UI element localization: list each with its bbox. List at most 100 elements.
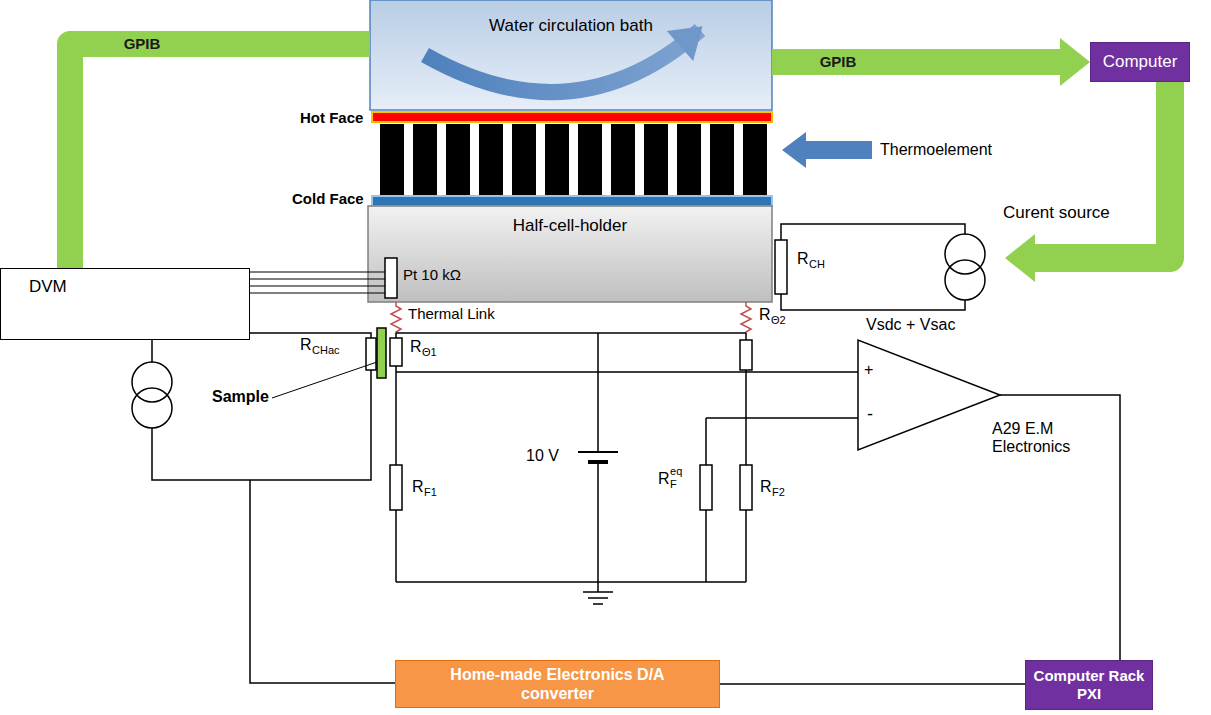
pin-label: -: [867, 404, 873, 425]
computer-box: Computer Rack PXI: [1025, 660, 1153, 710]
bridge-wires: [396, 333, 858, 592]
thermo-leg: [710, 124, 734, 195]
label-holder: CHac: [312, 344, 340, 357]
pin-label: +: [864, 361, 873, 379]
resistor-label: R: [797, 250, 809, 268]
label-holder: 10 V: [526, 447, 559, 465]
subscript: CHac: [312, 344, 340, 357]
thermo-leg: [413, 124, 437, 195]
thermal-link: [391, 302, 401, 333]
heater-wire: [781, 224, 965, 310]
resistor-symbol: [740, 465, 752, 510]
node-text: Computer Rack PXI: [1030, 667, 1148, 703]
resistor-label: R: [759, 306, 771, 324]
cold-face: [372, 196, 772, 206]
thermo-leg: [743, 124, 767, 195]
wire: [250, 271, 385, 272]
holder-body: [368, 206, 772, 302]
subscript: F: [670, 478, 677, 491]
resistor-symbol: [740, 340, 752, 370]
ground-symbol: [583, 592, 613, 604]
label-holder: R: [797, 250, 809, 268]
edge-label-holder: GPIB: [121, 35, 164, 53]
face-label: Cold Face: [292, 190, 364, 207]
holder-box: Half-cell-holder: [368, 206, 772, 302]
thermo-leg: [611, 124, 635, 195]
label-holder: R: [658, 470, 670, 488]
subscript: F1: [424, 486, 437, 499]
label-holder: Curent source: [1003, 203, 1110, 223]
subscript: CH: [809, 258, 825, 271]
label-holder: Θ2: [771, 314, 786, 327]
thermo-leg: [545, 124, 569, 195]
label-holder: Θ1: [422, 346, 437, 359]
current-source-symbol: [945, 260, 985, 300]
label-holder: CH: [809, 258, 825, 271]
node-text: Water circulation bath: [489, 16, 653, 36]
label-holder: F2: [772, 486, 785, 499]
current-source-symbol: [945, 234, 985, 274]
label-holder: A29 E.M Electronics: [992, 420, 1087, 457]
label-holder: -: [867, 404, 873, 425]
subscript: Θ2: [771, 314, 786, 327]
bus-label: GPIB: [121, 35, 164, 53]
resistor-symbol: [385, 258, 397, 298]
hot-face: [372, 112, 772, 122]
resistor-label: R: [300, 336, 312, 354]
resistor-label: R: [658, 470, 670, 488]
thermal-link: [741, 302, 751, 333]
thermoelement-stripes: [380, 124, 767, 195]
resistor-label: R: [412, 478, 424, 496]
sample-plate: [377, 328, 386, 378]
label-holder: Pt 10 kΩ: [403, 266, 461, 283]
battery-plate: [578, 451, 618, 453]
bath-box: Water circulation bath: [370, 0, 772, 110]
label-holder: Thermal Link: [408, 305, 495, 322]
subscript: Θ1: [422, 346, 437, 359]
thermo-leg: [512, 124, 536, 195]
wire: [250, 292, 385, 293]
pointer-arrow: [782, 132, 872, 168]
label-holder: R: [300, 336, 312, 354]
control-arrow-head: [1005, 234, 1035, 282]
signal-wire: [720, 684, 1025, 685]
part-label: Thermoelement: [880, 141, 992, 159]
label-holder: Cold Face: [292, 190, 364, 207]
part-label: Sample: [212, 388, 269, 406]
part-label: Thermal Link: [408, 305, 495, 322]
label-holder: +: [864, 361, 873, 379]
electronics-box: Home-made Electronics D/A converter: [395, 660, 720, 708]
thermo-leg: [677, 124, 701, 195]
label-holder: R: [759, 306, 771, 324]
thermo-leg: [380, 124, 404, 195]
subscript: F2: [772, 486, 785, 499]
label-holder: Sample: [212, 388, 269, 406]
sample-wires: [152, 333, 395, 683]
opamp-symbol: [858, 340, 1000, 450]
resistor-symbol: [775, 240, 787, 294]
bath-tank: [370, 0, 772, 110]
label-holder: F1: [424, 486, 437, 499]
sensor-label: Pt 10 kΩ: [403, 266, 461, 283]
label-holder: eq: [670, 465, 682, 478]
superscript: eq: [670, 465, 682, 478]
arrow-band: [70, 44, 370, 268]
part-label: Curent source: [1003, 203, 1110, 223]
wire: [250, 285, 385, 286]
thermo-leg: [479, 124, 503, 195]
resistor-symbol: [390, 465, 402, 510]
flow-arrow: [425, 30, 700, 92]
leader-line: [272, 362, 377, 398]
instrument-box: DVM: [0, 268, 250, 340]
label-holder: F: [670, 478, 677, 491]
device-label: A29 E.M Electronics: [992, 420, 1087, 457]
label-holder: R: [760, 478, 772, 496]
thermo-leg: [446, 124, 470, 195]
battery-plate: [588, 460, 608, 464]
gpib-arrow: [772, 38, 1090, 86]
dvm-wires: [250, 272, 385, 293]
flow-arrow-head: [667, 26, 703, 61]
bus-label: GPIB: [817, 53, 860, 71]
